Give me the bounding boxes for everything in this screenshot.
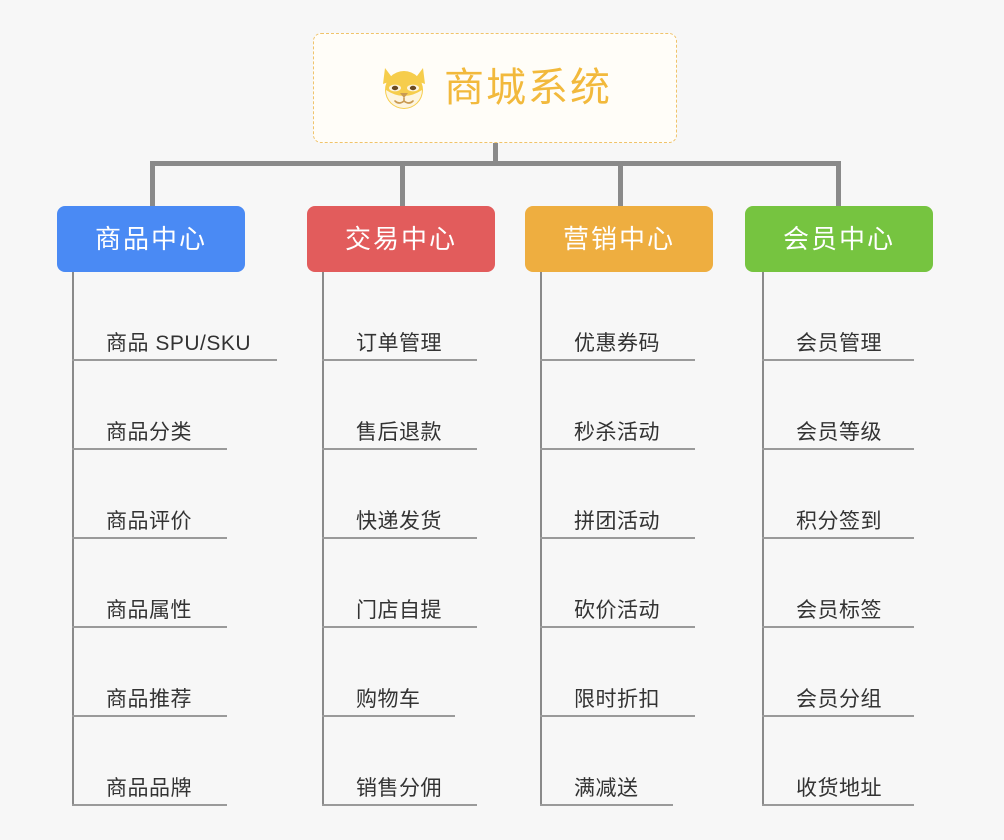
leaf-item[interactable]: 商品属性	[72, 539, 282, 628]
connector-drop-3	[618, 161, 623, 208]
leaf-rule	[540, 626, 695, 628]
leaf-item[interactable]: 门店自提	[322, 539, 532, 628]
leaf-label: 销售分佣	[356, 777, 442, 800]
leaf-label: 会员管理	[796, 332, 882, 355]
leaf-label: 拼团活动	[574, 510, 660, 533]
leaf-rule	[322, 804, 477, 806]
leaf-rule	[72, 715, 227, 717]
leaf-rule	[322, 537, 477, 539]
leaf-rule	[540, 359, 695, 361]
category-label-3: 会员中心	[782, 224, 895, 254]
leaf-label: 商品 SPU/SKU	[106, 332, 252, 355]
leaf-rule	[762, 448, 914, 450]
leaf-spine-1	[322, 272, 324, 806]
connector-horizontal-bus	[150, 161, 840, 166]
leaf-item[interactable]: 砍价活动	[540, 539, 750, 628]
leaf-rule	[540, 804, 673, 806]
leaf-item[interactable]: 会员分组	[762, 628, 972, 717]
leaf-label: 优惠券码	[574, 332, 660, 355]
leaf-item[interactable]: 积分签到	[762, 450, 972, 539]
leaf-label: 商品属性	[106, 599, 192, 622]
category-label-0: 商品中心	[94, 224, 207, 254]
leaf-label: 收货地址	[796, 777, 882, 800]
leaf-rule	[762, 537, 914, 539]
leaf-item[interactable]: 商品推荐	[72, 628, 282, 717]
category-box-3[interactable]: 会员中心	[745, 206, 933, 272]
leaf-label: 快递发货	[356, 510, 442, 533]
leaf-rule	[540, 448, 695, 450]
category-box-0[interactable]: 商品中心	[57, 206, 245, 272]
leaf-rule	[322, 626, 477, 628]
leaf-label: 砍价活动	[574, 599, 660, 622]
leaf-item[interactable]: 快递发货	[322, 450, 532, 539]
leaf-rule	[762, 804, 914, 806]
leaf-label: 会员标签	[796, 599, 882, 622]
leaf-item[interactable]: 秒杀活动	[540, 361, 750, 450]
leaf-rule	[540, 537, 695, 539]
category-label-2: 营销中心	[562, 224, 675, 254]
root-title: 商城系统	[444, 66, 612, 110]
leaf-rule	[322, 715, 455, 717]
leaf-item[interactable]: 满减送	[540, 717, 750, 806]
leaf-label: 秒杀活动	[574, 421, 660, 444]
leaf-item[interactable]: 商品分类	[72, 361, 282, 450]
category-box-2[interactable]: 营销中心	[525, 206, 713, 272]
leaf-column-1: 订单管理 售后退款 快递发货 门店自提 购物车 销售分佣	[322, 272, 532, 806]
leaf-spine-2	[540, 272, 542, 806]
leaf-rule	[762, 359, 914, 361]
leaf-rule	[72, 626, 227, 628]
leaf-item[interactable]: 拼团活动	[540, 450, 750, 539]
leaf-rule	[322, 448, 477, 450]
leaf-label: 商品品牌	[106, 777, 192, 800]
leaf-rule	[762, 626, 914, 628]
leaf-label: 门店自提	[356, 599, 442, 622]
leaf-label: 商品分类	[106, 421, 192, 444]
leaf-item[interactable]: 购物车	[322, 628, 532, 717]
leaf-rule	[540, 715, 695, 717]
leaf-column-3: 会员管理 会员等级 积分签到 会员标签 会员分组 收货地址	[762, 272, 972, 806]
leaf-spine-0	[72, 272, 74, 806]
leaf-item[interactable]: 限时折扣	[540, 628, 750, 717]
leaf-rule	[72, 359, 277, 361]
leaf-label: 积分签到	[796, 510, 882, 533]
leaf-label: 满减送	[574, 777, 639, 800]
leaf-item[interactable]: 优惠券码	[540, 272, 750, 361]
leaf-column-2: 优惠券码 秒杀活动 拼团活动 砍价活动 限时折扣 满减送	[540, 272, 750, 806]
shiba-dog-icon	[383, 68, 425, 110]
connector-drop-1	[150, 161, 155, 208]
leaf-label: 商品评价	[106, 510, 192, 533]
category-box-1[interactable]: 交易中心	[307, 206, 495, 272]
leaf-item[interactable]: 商品 SPU/SKU	[72, 272, 282, 361]
leaf-label: 会员等级	[796, 421, 882, 444]
leaf-item[interactable]: 会员管理	[762, 272, 972, 361]
leaf-label: 商品推荐	[106, 688, 192, 711]
leaf-item[interactable]: 会员等级	[762, 361, 972, 450]
leaf-item[interactable]: 售后退款	[322, 361, 532, 450]
leaf-rule	[72, 537, 227, 539]
leaf-item[interactable]: 会员标签	[762, 539, 972, 628]
leaf-label: 会员分组	[796, 688, 882, 711]
leaf-label: 限时折扣	[574, 688, 660, 711]
leaf-label: 售后退款	[356, 421, 442, 444]
connector-drop-4	[836, 161, 841, 208]
category-label-1: 交易中心	[344, 224, 457, 254]
leaf-rule	[72, 448, 227, 450]
leaf-item[interactable]: 收货地址	[762, 717, 972, 806]
leaf-item[interactable]: 商品品牌	[72, 717, 282, 806]
leaf-rule	[72, 804, 227, 806]
leaf-label: 订单管理	[356, 332, 442, 355]
leaf-item[interactable]: 销售分佣	[322, 717, 532, 806]
root-node-mall-system[interactable]: 商城系统	[313, 33, 677, 143]
connector-drop-2	[400, 161, 405, 208]
connector-root-stem	[493, 143, 498, 165]
leaf-item[interactable]: 订单管理	[322, 272, 532, 361]
leaf-label: 购物车	[356, 688, 421, 711]
leaf-item[interactable]: 商品评价	[72, 450, 282, 539]
leaf-column-0: 商品 SPU/SKU 商品分类 商品评价 商品属性 商品推荐 商品品牌	[72, 272, 282, 806]
leaf-rule	[322, 359, 477, 361]
leaf-rule	[762, 715, 914, 717]
leaf-spine-3	[762, 272, 764, 806]
